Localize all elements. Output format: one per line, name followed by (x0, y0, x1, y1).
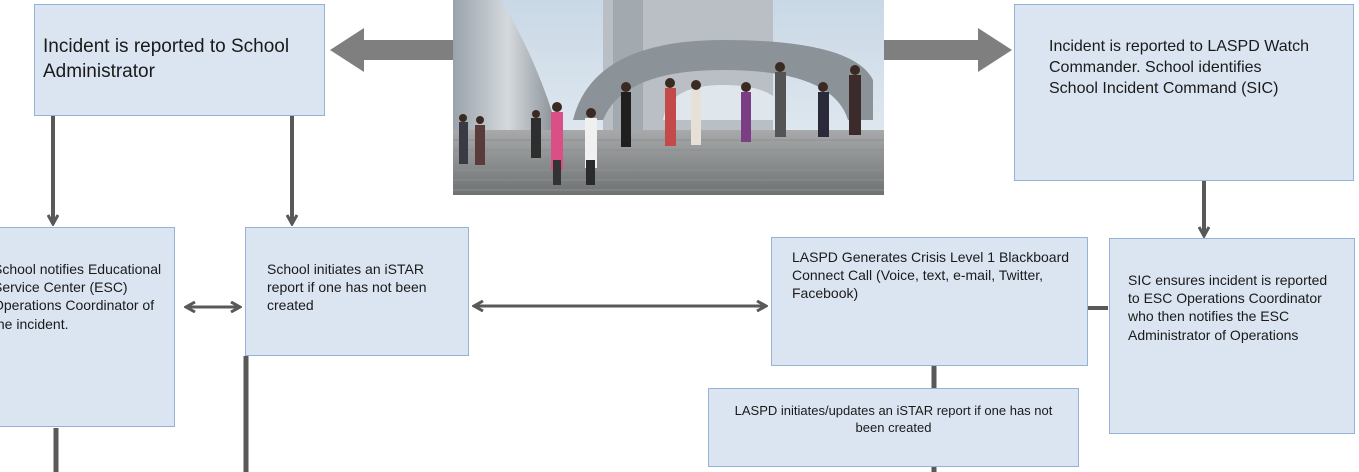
box-laspd-crisis-call: LASPD Generates Crisis Level 1 Blackboar… (771, 237, 1088, 366)
box-laspd-initiates-istar-text: LASPD initiates/updates an iSTAR report … (734, 403, 1053, 435)
box-sic-ensures-text: SIC ensures incident is reported to ESC … (1128, 272, 1328, 343)
box-school-initiates-istar: School initiates an iSTAR report if one … (245, 227, 469, 356)
photo-icon (453, 0, 884, 195)
box-reported-to-laspd: Incident is reported to LASPD Watch Comm… (1014, 4, 1354, 181)
campus-photo (453, 0, 884, 195)
box-reported-to-admin-text: Incident is reported to School Administr… (43, 36, 290, 82)
box-reported-to-laspd-text: Incident is reported to LASPD Watch Comm… (1049, 38, 1309, 97)
box-reported-to-admin: Incident is reported to School Administr… (34, 4, 325, 116)
box-school-notifies-esc: School notifies Educational Service Cent… (0, 227, 175, 427)
box-sic-ensures: SIC ensures incident is reported to ESC … (1109, 238, 1355, 434)
box-school-initiates-istar-text: School initiates an iSTAR report if one … (267, 261, 427, 314)
box-laspd-crisis-call-text: LASPD Generates Crisis Level 1 Blackboar… (792, 249, 1070, 302)
box-laspd-initiates-istar: LASPD initiates/updates an iSTAR report … (708, 388, 1079, 467)
block-arrow-left (330, 28, 453, 72)
box-school-notifies-esc-text: School notifies Educational Service Cent… (0, 261, 162, 332)
block-arrow-right (884, 28, 1012, 72)
